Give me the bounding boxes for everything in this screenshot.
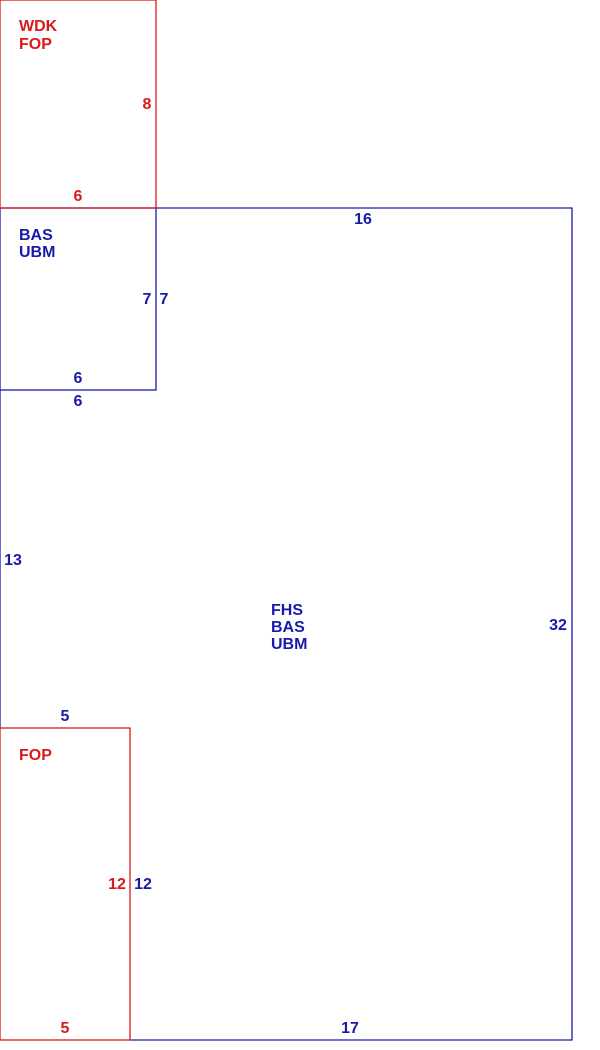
- room-outline-wdk-fop: [0, 0, 157, 209]
- room-label-fop: FOP: [19, 747, 52, 764]
- room-label-fop: FOP: [19, 36, 52, 53]
- room-label-ubm: UBM: [271, 636, 307, 653]
- room-outline-fhs-bas-ubm: [130, 207, 573, 1041]
- room-label-fhs: FHS: [271, 602, 303, 619]
- dimension-label: 17: [341, 1020, 359, 1037]
- dimension-label: 32: [549, 617, 567, 634]
- dimension-label: 13: [4, 552, 22, 569]
- dimension-label: 16: [354, 211, 372, 228]
- dimension-label: 8: [143, 96, 152, 113]
- dimension-label: 6: [74, 188, 83, 205]
- dimension-label: 7: [160, 291, 169, 308]
- room-label-bas: BAS: [19, 227, 53, 244]
- dimension-label: 6: [74, 370, 83, 387]
- dimension-label: 5: [61, 1020, 70, 1037]
- dimension-label: 7: [143, 291, 152, 308]
- room-label-bas: BAS: [271, 619, 305, 636]
- dimension-label: 12: [134, 876, 152, 893]
- room-label-wdk: WDK: [19, 18, 58, 35]
- dimension-label: 12: [108, 876, 126, 893]
- room-outline-fop: [0, 727, 131, 1041]
- room-label-ubm: UBM: [19, 244, 55, 261]
- dimension-label: 5: [61, 708, 70, 725]
- dimension-label: 6: [74, 393, 83, 410]
